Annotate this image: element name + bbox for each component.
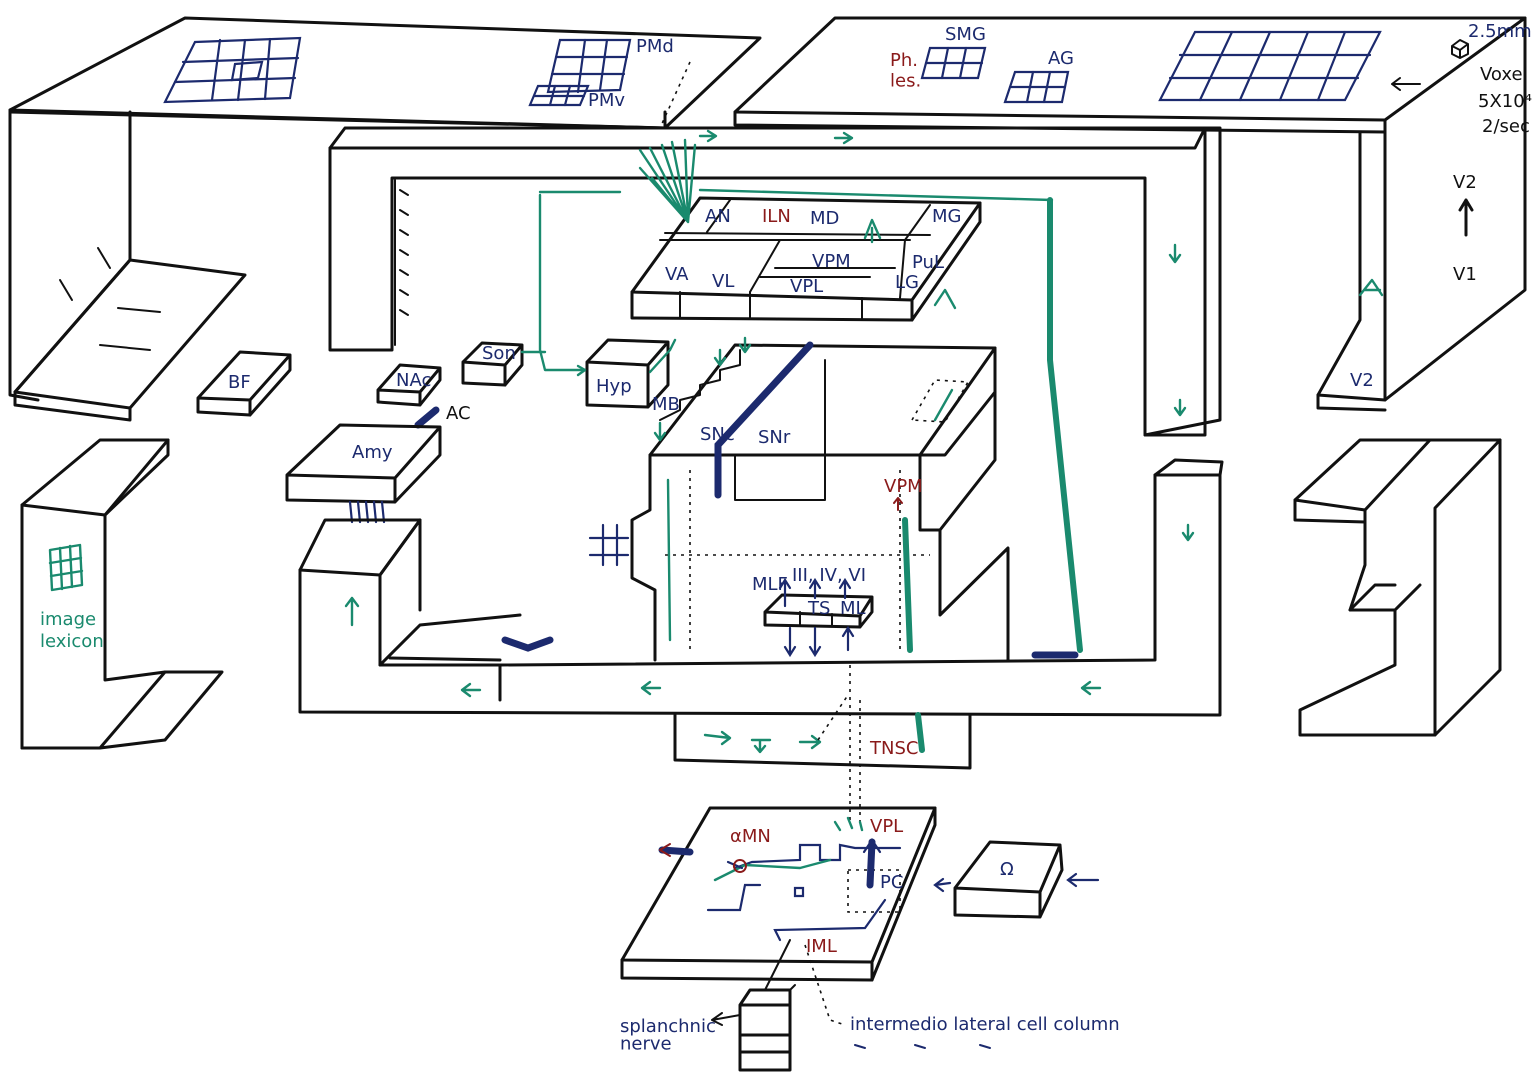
left-cortex-slab bbox=[8, 16, 762, 422]
inner-u-frame bbox=[328, 126, 1222, 437]
smg-grid bbox=[920, 46, 987, 80]
pc-label: PC bbox=[880, 872, 903, 893]
snc-label: SNc bbox=[700, 424, 735, 445]
tract-box bbox=[763, 593, 874, 629]
image-lexicon-grid bbox=[48, 543, 84, 592]
hyp-block bbox=[585, 338, 670, 409]
v2-small-label: V2 bbox=[1350, 370, 1374, 391]
amy-block bbox=[285, 423, 442, 504]
snr-label: SNr bbox=[758, 427, 791, 448]
teal-down-arrows bbox=[653, 336, 752, 442]
amn-label: αMN bbox=[730, 826, 771, 847]
iml-column-label: intermedio lateral cell column bbox=[850, 1014, 1120, 1035]
brainstem-block bbox=[630, 343, 1010, 662]
arrow-left-icon bbox=[1391, 77, 1421, 91]
iml-label: IML bbox=[806, 936, 837, 957]
v2-label: V2 bbox=[1453, 172, 1477, 193]
vpm-label: VPM bbox=[812, 251, 851, 272]
ag-grid bbox=[1003, 70, 1070, 104]
bf-label: BF bbox=[228, 372, 251, 393]
cortical-fibers bbox=[638, 138, 697, 224]
voxel-count-label: 5X10⁴ bbox=[1478, 91, 1532, 112]
premotor-grid-left bbox=[163, 36, 302, 104]
hyp-label: Hyp bbox=[596, 376, 632, 397]
arrow-up-icon bbox=[1458, 198, 1474, 237]
bf-block bbox=[196, 350, 292, 417]
tnsc-block bbox=[673, 713, 972, 770]
voxel-cube-icon bbox=[1451, 39, 1469, 59]
an-label: AN bbox=[705, 206, 731, 227]
pul-label: PuL bbox=[912, 252, 944, 273]
ts-label: TS bbox=[807, 598, 830, 619]
ac-label: AC bbox=[446, 403, 471, 424]
lower-u-frame bbox=[298, 458, 1224, 717]
v1-grid bbox=[1158, 30, 1382, 102]
voxel-label: Voxel bbox=[1480, 64, 1528, 85]
mb-label: MB bbox=[652, 394, 680, 415]
smg-label: SMG bbox=[945, 24, 986, 45]
ml-label: ML bbox=[840, 598, 866, 619]
ph-les-label: Ph.les. bbox=[890, 50, 921, 92]
vpl-label: VPL bbox=[790, 276, 823, 297]
mlf-cross-icon bbox=[588, 523, 630, 567]
amy-label: Amy bbox=[352, 442, 393, 463]
right-cortex-slab bbox=[733, 16, 1527, 412]
vpm-brainstem-label: VPM bbox=[884, 476, 923, 497]
pmd-grid bbox=[546, 38, 632, 94]
nac-label: NAc bbox=[396, 370, 431, 391]
son-label: Son bbox=[482, 343, 516, 364]
omega-label: Ω bbox=[1000, 859, 1014, 880]
mg-label: MG bbox=[932, 206, 961, 227]
nac-block bbox=[376, 363, 442, 407]
voxel-rate-label: 2/sec bbox=[1482, 116, 1530, 137]
right-side-block bbox=[1293, 438, 1502, 737]
md-label: MD bbox=[810, 208, 839, 229]
pmd-label: PMd bbox=[636, 36, 674, 57]
midbrain-steps bbox=[659, 349, 741, 421]
pmv-grid bbox=[528, 84, 590, 107]
spinal-cord-block bbox=[620, 806, 937, 982]
va-label: VA bbox=[665, 264, 689, 285]
tnsc-label: TNSC bbox=[869, 738, 918, 759]
ag-label: AG bbox=[1048, 48, 1074, 69]
v1-label: V1 bbox=[1453, 264, 1477, 285]
pmv-label: PMv bbox=[588, 90, 625, 111]
mlf-label: MLF bbox=[752, 574, 788, 595]
vl-label: VL bbox=[712, 271, 734, 292]
vpl-cord-label: VPL bbox=[870, 816, 903, 837]
lg-label: LG bbox=[895, 272, 919, 293]
image-lexicon-block bbox=[20, 438, 224, 750]
thalamus-block bbox=[630, 196, 982, 322]
sympathetic-chain bbox=[738, 984, 796, 1072]
cranial-nerves-label: III, IV, VI bbox=[792, 565, 866, 586]
iln-label: ILN bbox=[762, 206, 791, 227]
voxel-size-label: 2.5mm bbox=[1468, 21, 1532, 42]
receptor-block bbox=[953, 840, 1064, 919]
